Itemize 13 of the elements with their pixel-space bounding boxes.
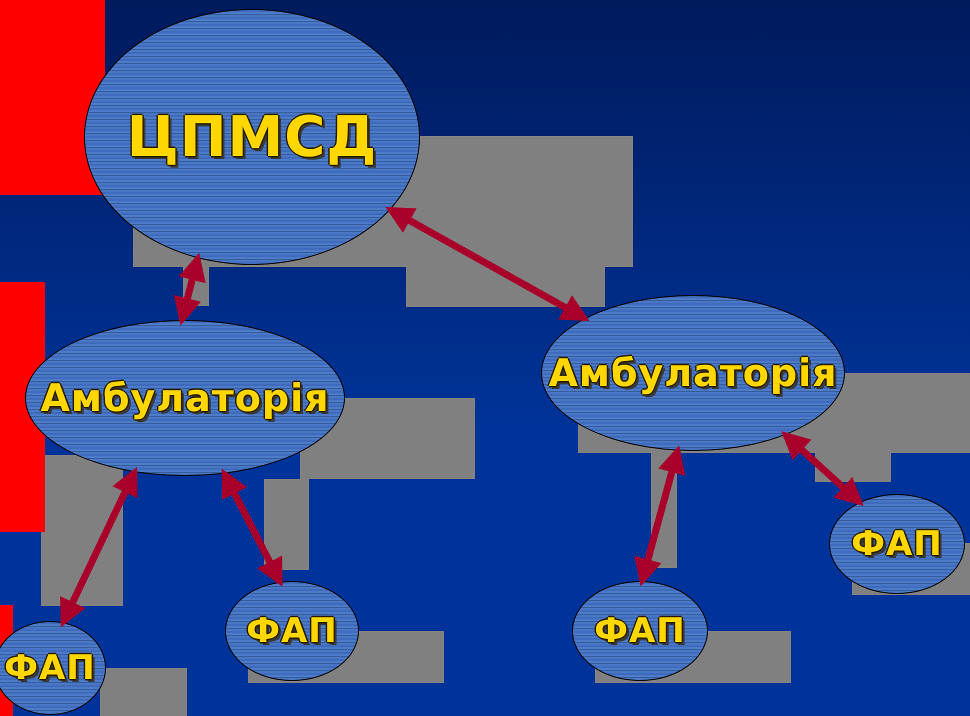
node-label: ЦПМСД bbox=[126, 104, 378, 170]
node-label: ФАП bbox=[4, 648, 96, 688]
node-label: ФАП bbox=[246, 611, 338, 651]
double-arrow bbox=[781, 431, 864, 506]
double-arrow bbox=[60, 466, 138, 628]
node-label: Амбулаторія bbox=[548, 351, 838, 395]
node-label: ФАП bbox=[851, 524, 943, 564]
double-arrow bbox=[174, 252, 206, 326]
double-arrow bbox=[634, 445, 686, 586]
double-arrow bbox=[385, 206, 590, 322]
node-label: ФАП bbox=[594, 611, 686, 651]
double-arrow bbox=[221, 468, 284, 587]
node-label: Амбулаторія bbox=[40, 376, 330, 420]
